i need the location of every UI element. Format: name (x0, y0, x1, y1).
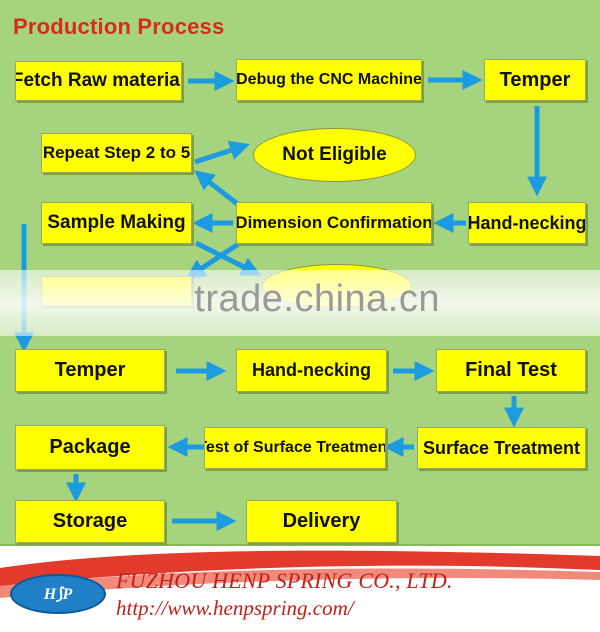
arrow-dimension-to-repeat (194, 170, 242, 208)
step-dimension-confirmation: Dimension Confirmation (236, 202, 432, 244)
step-debug-cnc-machine: Debug the CNC Machine (236, 59, 422, 101)
company-name: FUZHOU HENP SPRING CO., LTD. (116, 568, 453, 593)
not-eligible-label: Not Eligible (282, 144, 387, 165)
step-delivery: Delivery (246, 500, 397, 543)
step-temper-1: Temper (484, 59, 586, 101)
company-logo: H⟆P (10, 574, 106, 614)
footer-swoosh (0, 550, 600, 598)
arrow-cross-left (185, 240, 242, 279)
watermark-text: trade.china.cn (194, 278, 440, 320)
watermark-band (0, 270, 600, 336)
step-sample-making: Sample Making (41, 202, 192, 244)
step-package: Package (15, 425, 165, 470)
step-temper-2: Temper (15, 349, 165, 392)
diagram-title: Production Process (13, 14, 225, 39)
step-repeat-2-to-5: Repeat Step 2 to 5 (41, 133, 192, 173)
oval-not-eligible: Not Eligible (253, 128, 416, 182)
step-fetch-raw-material: Fetch Raw material (15, 61, 182, 101)
step-hand-necking-1: Hand-necking (468, 202, 586, 244)
logo-mark: H⟆P (43, 586, 73, 603)
step-final-test: Final Test (436, 349, 586, 392)
step-test-of-surface-treatment: Test of Surface Treatment (204, 427, 386, 469)
step-surface-treatment: Surface Treatment (417, 427, 586, 469)
step-storage: Storage (15, 500, 165, 543)
company-website: http://www.henpspring.com/ (116, 596, 354, 620)
step-hand-necking-2: Hand-necking (236, 349, 387, 392)
arrow-repeat-to-noteligible (194, 140, 250, 165)
